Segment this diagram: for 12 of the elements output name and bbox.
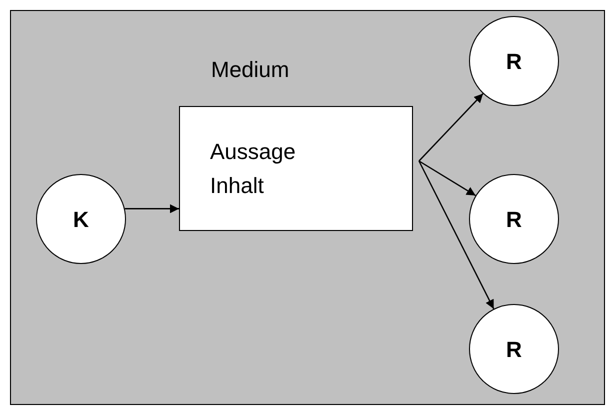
arrow bbox=[418, 160, 476, 196]
node-label: K bbox=[73, 206, 89, 234]
node-label: Aussage Inhalt bbox=[210, 138, 297, 200]
arrow bbox=[418, 93, 484, 162]
process-box bbox=[179, 106, 413, 231]
medium-panel bbox=[10, 10, 605, 405]
node-label: R bbox=[506, 336, 522, 364]
panel-heading: Medium bbox=[211, 56, 290, 84]
arrow bbox=[418, 160, 494, 310]
arrow bbox=[124, 204, 179, 214]
node-label: R bbox=[506, 206, 522, 234]
node-label: R bbox=[506, 48, 522, 76]
